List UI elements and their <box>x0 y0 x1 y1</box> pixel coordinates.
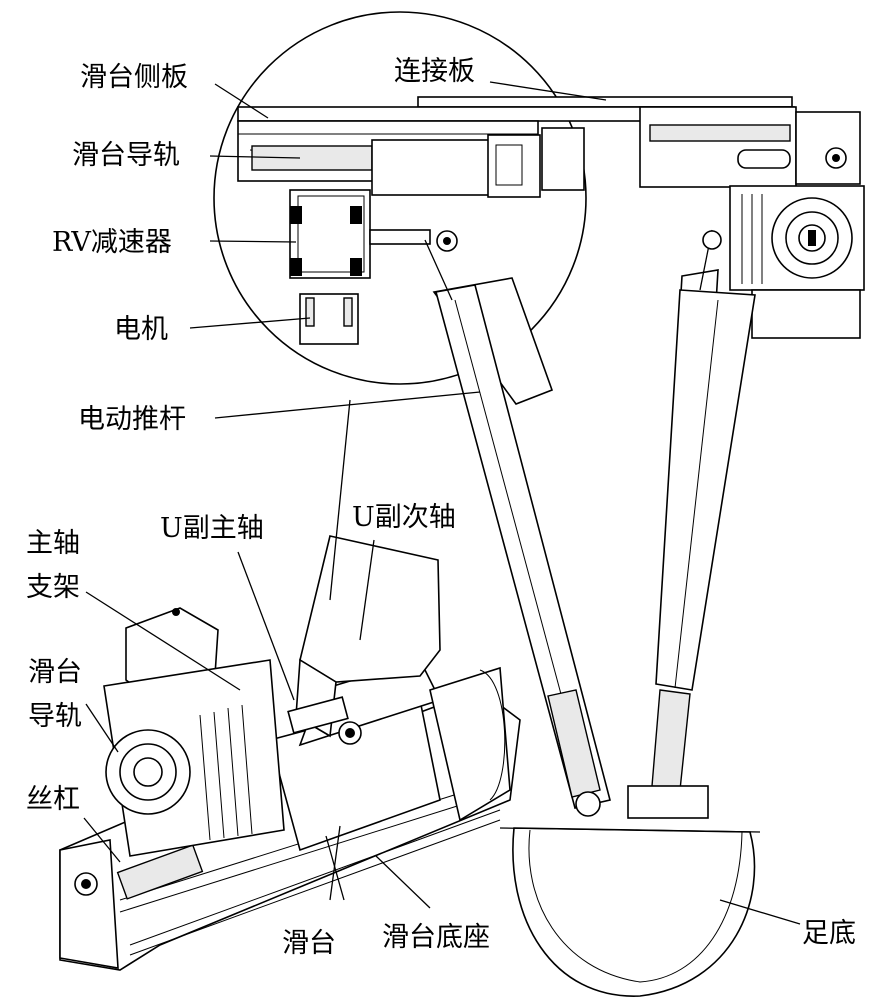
label-slide-side-plate: 滑台侧板 <box>80 62 188 93</box>
u-joint <box>287 399 441 745</box>
motor-left <box>299 293 359 345</box>
label-slide-guide-top: 滑台导轨 <box>72 140 180 171</box>
label-motor: 电机 <box>114 314 168 345</box>
actuator-right <box>627 229 756 819</box>
label-slide-table: 滑台 <box>282 928 336 959</box>
rv-reducer-right <box>729 185 865 339</box>
label-slide-guide-left-2: 导轨 <box>28 701 82 732</box>
label-slide-guide-left-1: 滑台 <box>28 657 82 688</box>
foot-sole <box>499 827 761 997</box>
label-connect-plate: 连接板 <box>394 56 475 87</box>
label-slide-base: 滑台底座 <box>382 922 490 953</box>
label-main-shaft-bracket-1: 主轴 <box>26 528 80 559</box>
rv-reducer-left <box>289 189 431 279</box>
top-slide-assembly <box>237 96 861 198</box>
label-foot-sole: 足底 <box>802 918 856 949</box>
label-electric-actuator: 电动推杆 <box>78 404 186 435</box>
label-lead-screw: 丝杠 <box>26 784 80 815</box>
label-u-main-shaft: U副主轴 <box>160 513 264 544</box>
lower-motor-reducer <box>103 607 285 857</box>
label-u-secondary-shaft: U副次轴 <box>352 502 456 533</box>
label-main-shaft-bracket-2: 支架 <box>26 572 80 603</box>
leader-lines <box>83 81 801 925</box>
label-rv-reducer: RV减速器 <box>52 227 172 258</box>
slide-assembly-lower <box>59 659 521 971</box>
actuator-left <box>424 230 611 817</box>
